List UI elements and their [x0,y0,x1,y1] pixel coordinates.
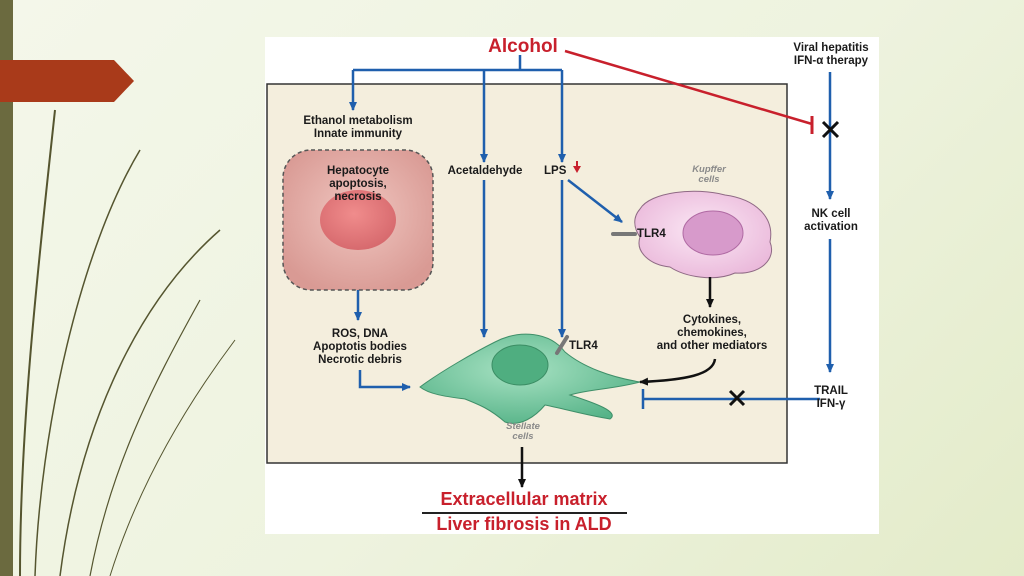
slide-accent-arrow [0,60,134,102]
block-x-nk [821,120,840,139]
slide-side-bar [0,0,13,576]
hepatocyte-nucleus [320,190,396,250]
ecm-label: Extracellular matrix [440,489,608,509]
arrow-cytokines-to-stellate [639,358,717,386]
nk-activation-label: NK cell activation [804,208,858,233]
trail-label: TRAIL IFN-γ [814,385,848,410]
kupffer-nucleus [682,210,744,256]
decorative-curves [19,109,236,576]
stellate-caption: Stellate cells [506,421,540,442]
acetaldehyde-label: Acetaldehyde [447,165,523,177]
inhibit-alcohol-to-nk [564,49,813,126]
viral-hepatitis-label: Viral hepatitis IFN-α therapy [793,42,869,67]
lps-label: LPS [544,165,567,177]
alcohol-branch-line [353,55,562,72]
arrow-lps-to-kupffer [567,179,623,223]
tlr4-receptor-stellate [555,335,569,355]
block-x-trail [728,389,746,407]
arrow-debris-to-stellate [358,370,411,391]
title-divider [422,512,627,514]
alcoholic-liver-disease-figure: Alcohol Viral hepatitis IFN-α therapy Et… [265,37,879,534]
fibrosis-label: Liver fibrosis in ALD [436,514,612,534]
lps-increase-icon [573,161,581,173]
ros-dna-label: ROS, DNA Apoptotis bodies Necrotic debri… [313,328,407,366]
kupffer-caption: Kupffer cells [692,164,726,185]
tlr4-stellate-label: TLR4 [569,340,598,352]
ethanol-metabolism-label: Ethanol metabolism Innate immunity [303,115,413,140]
stellate-nucleus [491,344,549,386]
alcohol-label: Alcohol [488,36,558,57]
diagram-graphics [266,49,840,514]
hepatocyte-label: Hepatocyte apoptosis, necrosis [327,165,389,203]
tlr4-kupffer-label: TLR4 [637,228,666,240]
cytokines-label: Cytokines, chemokines, and other mediato… [656,314,768,352]
